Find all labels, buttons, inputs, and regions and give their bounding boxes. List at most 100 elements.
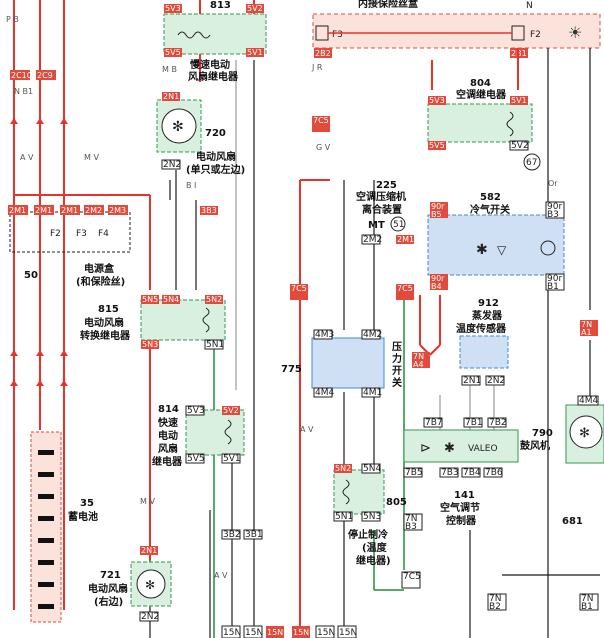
- relay-813-name2: 风扇继电器: [188, 70, 239, 83]
- ac-switch-snowflake-icon: ✱: [476, 242, 488, 258]
- pin-2m1-c: 2M1: [61, 206, 78, 215]
- relay-814-body: [185, 409, 245, 456]
- fuse-box-title: 内接保险丝盒: [358, 0, 419, 10]
- pressure-switch-pin-d: 4M1: [363, 388, 382, 398]
- compressor-mt: MT: [368, 220, 385, 231]
- compressor-ref-51: 51: [393, 220, 404, 230]
- sensor-name2: 温度传感器: [456, 322, 507, 335]
- wire-tag-1: P B: [6, 15, 19, 24]
- relay-805-pin-c: 5N1: [335, 512, 353, 522]
- relay-804-body: [427, 103, 533, 143]
- connector-b3: B3: [405, 522, 417, 532]
- relay-814-name1: 快速: [157, 416, 178, 429]
- controller-pin-7b2: 7B2: [489, 418, 507, 428]
- ac-switch-582-body: [427, 214, 565, 276]
- power-box-name1: 电源盒: [84, 262, 115, 275]
- pin-2c10: 2C10: [11, 71, 32, 80]
- pin-2m2: 2M2: [85, 206, 102, 215]
- fan-721-icon: [136, 569, 166, 599]
- connector-7n-b1: 7N: [581, 594, 593, 604]
- wire-tags: P B A V M V J R G V B I Or M B N B1 A V …: [6, 15, 558, 580]
- relay-815-pin-b: 5N4: [163, 295, 179, 304]
- connector-7n-a1: 7N: [581, 320, 592, 329]
- bottom-pins: 15N 15N 15N 15N 15N 15N: [221, 625, 357, 638]
- fuse-f3-label: F3: [332, 30, 343, 40]
- relay-805-pin-b: 5N4: [363, 464, 381, 474]
- pressure-switch-pin-a: 4M3: [315, 330, 334, 340]
- fan-721-number: 721: [100, 570, 121, 581]
- pressure-switch-775-body: [311, 337, 385, 389]
- controller-pin-7b1: 7B1: [465, 418, 483, 428]
- battery-number: 35: [80, 498, 94, 509]
- controller-number: 141: [454, 490, 475, 501]
- ac-switch-number: 582: [480, 192, 501, 203]
- relay-805-body: [333, 469, 385, 515]
- relay-815-name1: 电动风扇: [84, 316, 124, 329]
- power-box-number: 50: [24, 270, 38, 281]
- connector-7n-b2: 7N: [489, 594, 501, 604]
- pin-2m1-b: 2M1: [35, 206, 52, 215]
- fan-721-name2: (右边): [94, 595, 123, 608]
- svg-text:✻: ✻: [579, 426, 590, 441]
- relay-815-name2: 转换继电器: [80, 329, 131, 342]
- wire-tag-9: N B1: [14, 87, 33, 96]
- relay-804-pin-b: 5V1: [511, 96, 527, 105]
- relay-804-number: 804: [470, 78, 491, 89]
- fan-721-pin-bot: 2N2: [141, 612, 159, 622]
- relay-805-name1: 停止制冷: [348, 528, 388, 541]
- bottom-pin-6: 15N: [339, 628, 357, 638]
- ac-switch-pin-b5: B5: [431, 210, 442, 219]
- battery-cells-icon: [38, 450, 54, 609]
- relay-805-number: 805: [386, 497, 407, 508]
- connector-a1: A1: [581, 328, 592, 337]
- wire-tag-4: J R: [311, 63, 323, 72]
- connector-b1: B1: [581, 602, 593, 612]
- battery-name: 蓄电池: [68, 510, 98, 523]
- relay-813-coil-icon: [177, 31, 211, 39]
- pressure-switch-name1: 压: [392, 341, 402, 353]
- ac-switch-led-icon: ▽: [497, 243, 507, 257]
- fan-720-icon: [161, 108, 197, 144]
- relay-814-coil-icon: [224, 419, 232, 445]
- ref-67: 67: [526, 158, 537, 168]
- pressure-switch-name3: 开: [392, 365, 402, 377]
- fan-720-pin-top: 2N1: [163, 92, 179, 101]
- svg-text:✻: ✻: [145, 578, 155, 592]
- fan-721-pin-top: 2N1: [141, 546, 157, 555]
- fuse-f2-label: F2: [530, 30, 541, 40]
- relay-815-body: [140, 299, 226, 341]
- ac-switch-pin-b4: B4: [431, 282, 442, 291]
- wire-tag-12: M V: [140, 497, 155, 506]
- relay-813-number: 813: [210, 0, 231, 11]
- wire-tag-2: A V: [20, 153, 34, 162]
- controller-name1: 空气调节: [440, 501, 480, 514]
- wire-tag-11: A V: [214, 571, 228, 580]
- controller-name2: 控制器: [446, 514, 477, 527]
- relay-814-name3: 风扇: [158, 442, 178, 455]
- relay-814-pin-b: 5V2: [223, 406, 239, 415]
- connector-3b3: 3B3: [201, 206, 217, 215]
- fuse-f4: F4: [98, 229, 109, 239]
- controller-valeo-label: VALEO: [468, 444, 498, 454]
- wire-tag-6: B I: [186, 181, 196, 190]
- ac-switch-lamp-icon: [540, 240, 556, 256]
- bottom-pin-3: 15N: [267, 628, 283, 637]
- controller-pin-7b7: 7B7: [425, 418, 443, 428]
- relay-804-name: 空调继电器: [456, 88, 507, 101]
- wire-tag-8: M B: [162, 65, 177, 74]
- compressor-pin-2m2: 2M2: [363, 235, 382, 245]
- compressor-number: 225: [376, 180, 397, 191]
- relay-814-pin-c: 5V5: [187, 454, 205, 464]
- ac-switch-pin-b1: B1: [547, 282, 559, 292]
- wire-tag-3: M V: [84, 153, 99, 162]
- relay-815-pin-d: 5N2: [206, 295, 222, 304]
- controller-pin-7b3: 7B3: [441, 468, 459, 478]
- connector-7c5-d: 7C5: [403, 572, 421, 582]
- ac-switch-pfx-b: 90r: [547, 202, 562, 212]
- sensor-pin-b: 2N2: [487, 376, 505, 386]
- pin-2m3: 2M3: [109, 206, 126, 215]
- relay-804-pin-a: 5V3: [429, 96, 445, 105]
- power-box-50: [9, 211, 131, 253]
